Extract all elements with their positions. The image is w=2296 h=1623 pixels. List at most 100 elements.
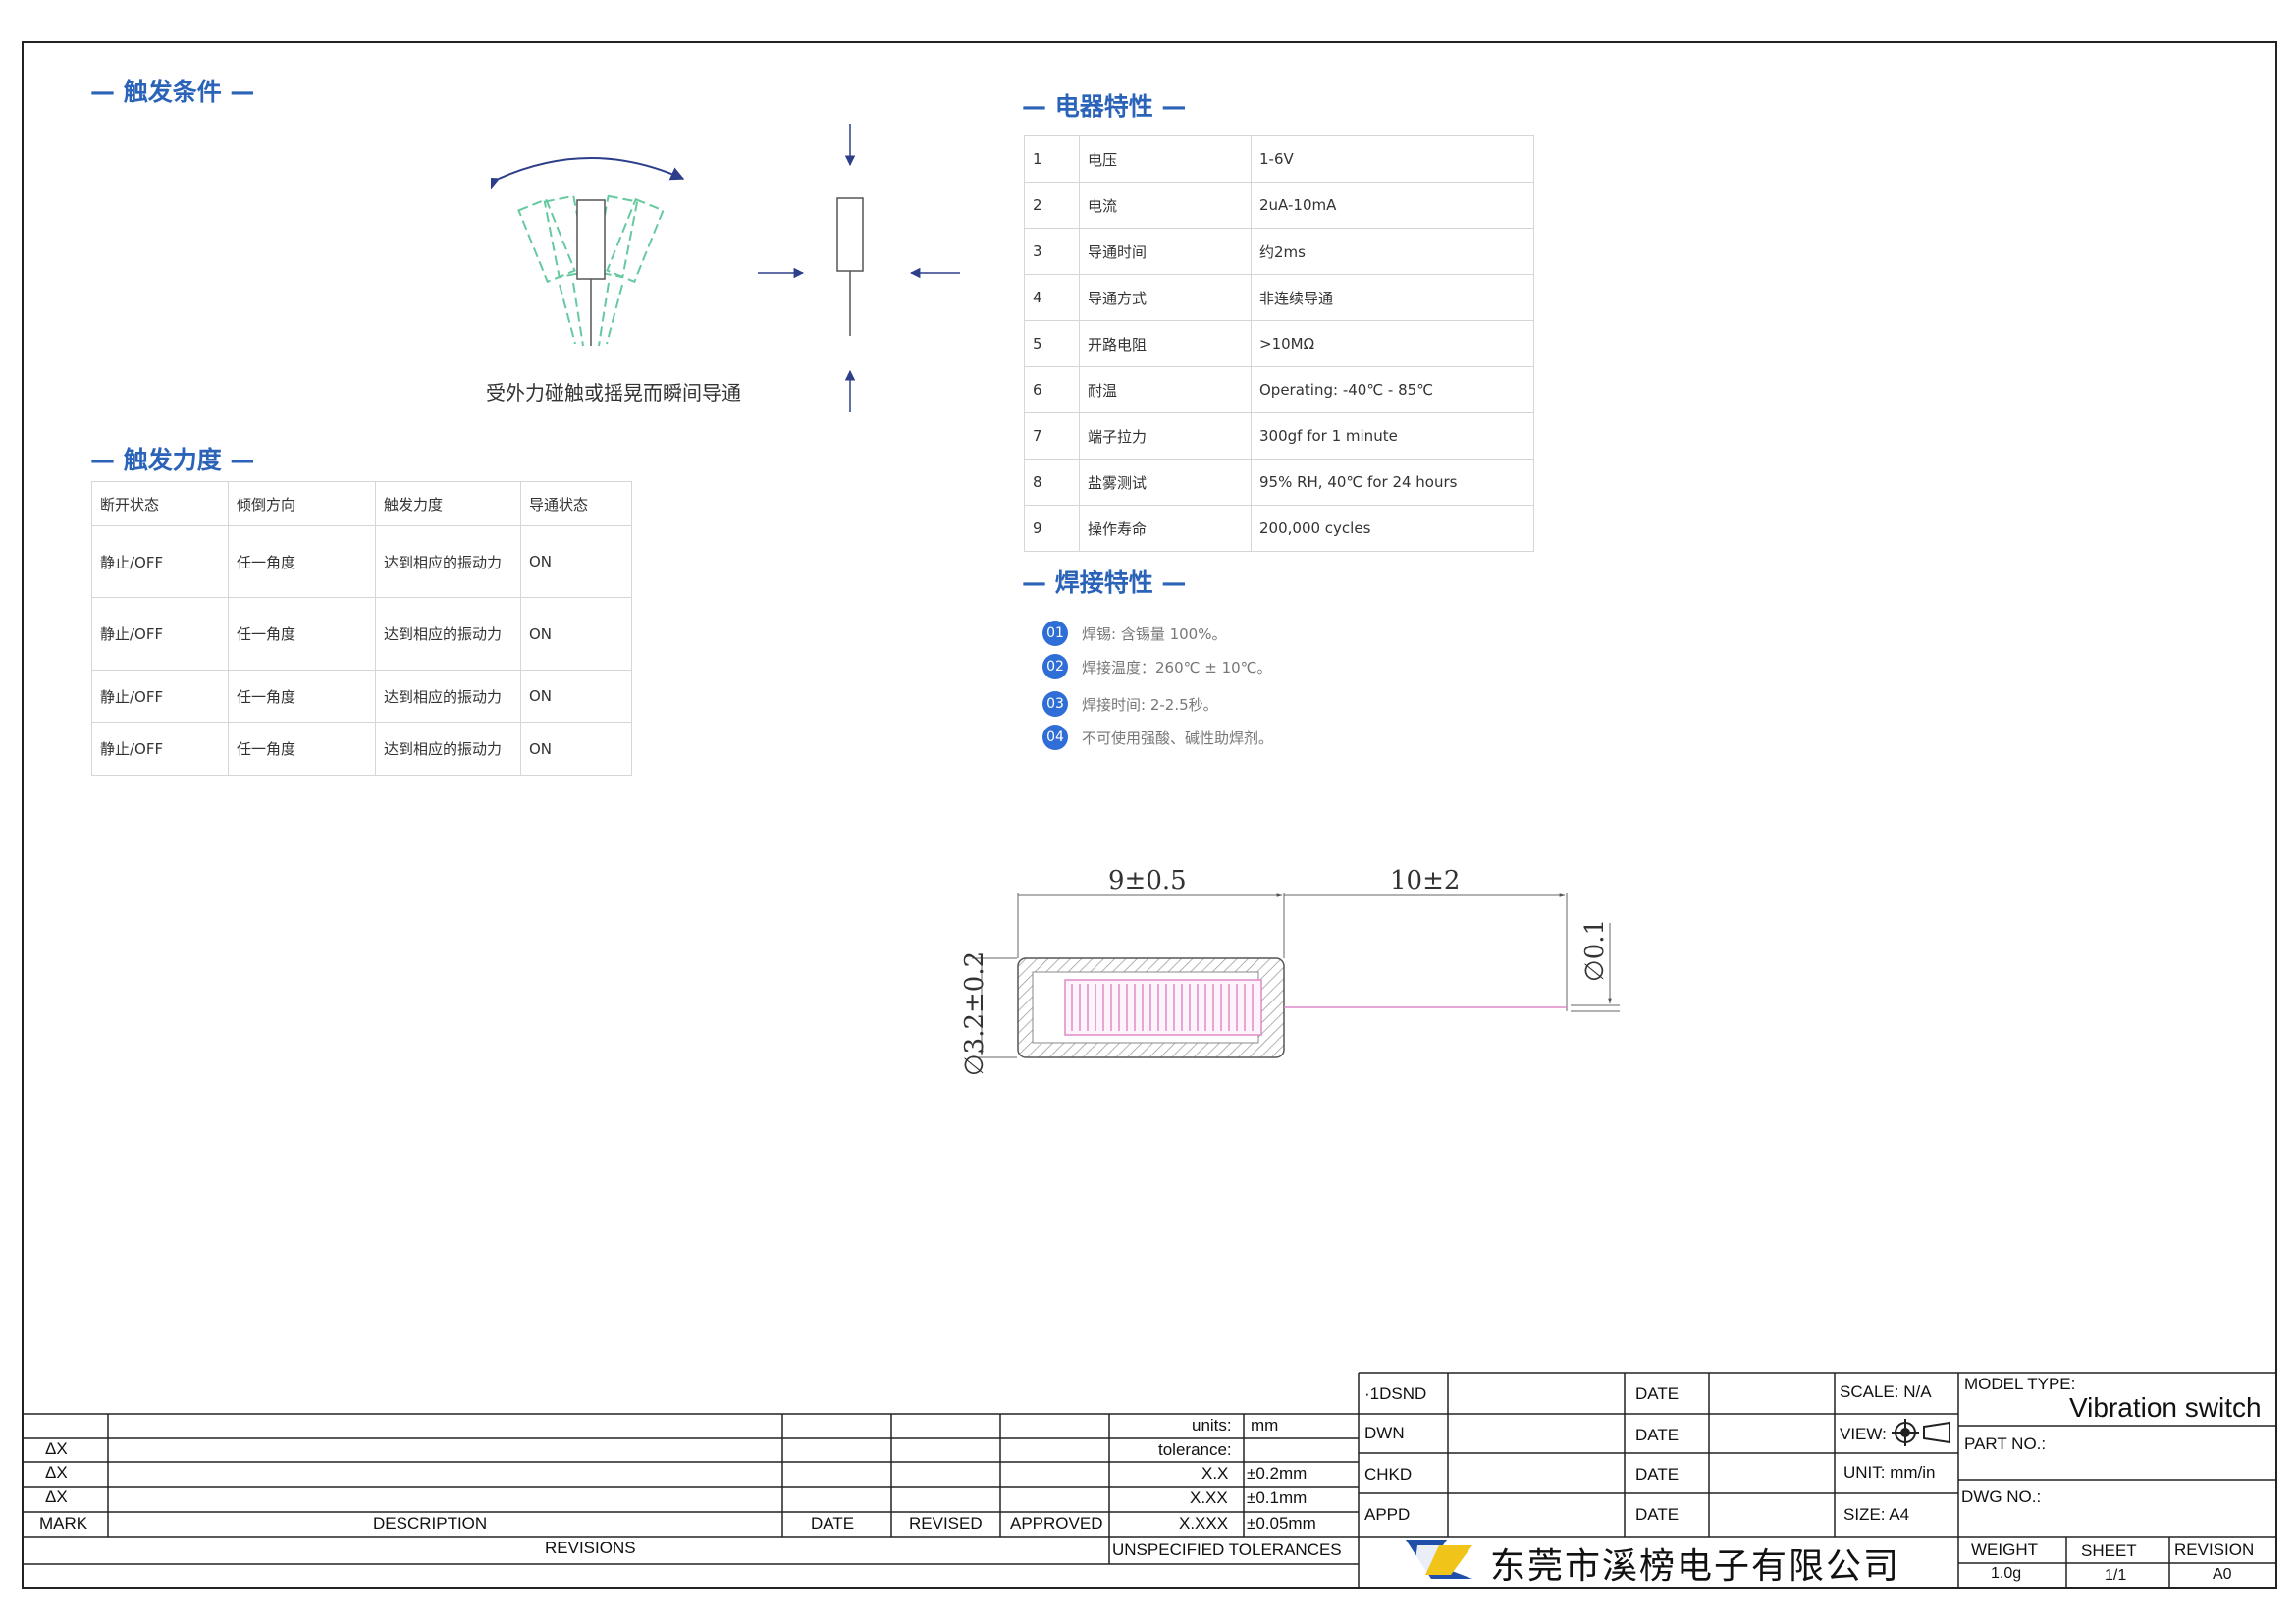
table-cell: 约2ms	[1251, 228, 1534, 275]
table-row: 7 端子拉力 300gf for 1 minute	[1024, 412, 1534, 460]
weight-value: 1.0g	[1991, 1565, 2022, 1582]
force-table: 断开状态 倾倒方向 触发力度 导通状态 静止/OFF 任一角度 达到相应的振动力…	[91, 481, 632, 776]
approved-header: APPROVED	[1010, 1514, 1103, 1533]
table-cell: 静止/OFF	[91, 670, 229, 723]
table-cell: 操作寿命	[1079, 505, 1252, 552]
table-row: 6 耐温 Operating: -40℃ - 85℃	[1024, 366, 1534, 413]
model-type-label: MODEL TYPE:	[1964, 1375, 2076, 1393]
table-cell: 6	[1024, 366, 1080, 413]
sign-date-label: DATE	[1635, 1426, 1680, 1444]
revised-header: REVISED	[909, 1514, 983, 1533]
welding-note: 03 焊接时间: 2-2.5秒。	[1042, 691, 1218, 717]
welding-note: 04 不可使用强酸、碱性助焊剂。	[1042, 725, 1273, 750]
sign-row-label: CHKD	[1364, 1465, 1413, 1484]
tolerance-row-value: ±0.1mm	[1247, 1488, 1308, 1507]
trigger-caption: 受外力碰触或摇晃而瞬间导通	[486, 381, 741, 405]
force-header-cell: 倾倒方向	[228, 481, 376, 526]
units-value: mm	[1251, 1416, 1279, 1434]
table-cell: 电流	[1079, 182, 1252, 229]
revision-delta: ΔX	[45, 1488, 68, 1506]
table-cell: ON	[520, 525, 632, 598]
table-cell: 2uA-10mA	[1251, 182, 1534, 229]
unspecified-tolerances: UNSPECIFIED TOLERANCES	[1112, 1541, 1342, 1559]
table-row: 2 电流 2uA-10mA	[1024, 182, 1534, 229]
table-cell: 非连续导通	[1251, 274, 1534, 321]
electrical-table: 1 电压 1-6V 2 电流 2uA-10mA 3 导通时间 约2ms 4 导通…	[1024, 135, 1534, 552]
table-cell: 9	[1024, 505, 1080, 552]
number-badge: 04	[1042, 725, 1068, 750]
company-name: 东莞市溪榜电子有限公司	[1490, 1546, 1901, 1587]
tolerance-label: tolerance:	[1158, 1440, 1232, 1459]
dim-lead-length: 10±2	[1390, 866, 1461, 895]
sheet-value: 1/1	[2105, 1567, 2127, 1584]
revision-label: REVISION	[2174, 1541, 2255, 1559]
revision-delta: ΔX	[45, 1439, 68, 1458]
table-row: 5 开路电阻 >10MΩ	[1024, 320, 1534, 367]
welding-note: 02 焊接温度：260℃ ± 10℃。	[1042, 654, 1272, 679]
trigger-illustration	[491, 124, 960, 412]
table-row: 静止/OFF 任一角度 达到相应的振动力 ON	[91, 670, 632, 723]
sign-date-label: DATE	[1635, 1465, 1680, 1484]
table-cell: 达到相应的振动力	[375, 597, 521, 671]
revision-delta: ΔX	[45, 1463, 68, 1482]
description-header: DESCRIPTION	[373, 1514, 488, 1533]
table-cell: 达到相应的振动力	[375, 722, 521, 776]
force-section-title: — 触发力度 —	[90, 446, 255, 474]
welding-note: 01 焊锡: 含锡量 100%。	[1042, 621, 1226, 646]
table-cell: ON	[520, 670, 632, 723]
table-cell: 7	[1024, 412, 1080, 460]
table-row: 1 电压 1-6V	[1024, 135, 1534, 183]
sheet-label: SHEET	[2081, 1542, 2137, 1560]
table-cell: 任一角度	[228, 597, 376, 671]
sign-date-label: DATE	[1635, 1384, 1680, 1403]
table-cell: 1-6V	[1251, 135, 1534, 183]
model-type-value: Vibration switch	[2069, 1392, 2262, 1423]
table-cell: 端子拉力	[1079, 412, 1252, 460]
table-row: 静止/OFF 任一角度 达到相应的振动力 ON	[91, 722, 632, 776]
table-row: 9 操作寿命 200,000 cycles	[1024, 505, 1534, 552]
welding-note-text: 焊接时间: 2-2.5秒。	[1082, 695, 1218, 714]
table-row: 4 导通方式 非连续导通	[1024, 274, 1534, 321]
table-cell: ON	[520, 722, 632, 776]
table-cell: 耐温	[1079, 366, 1252, 413]
table-cell: ON	[520, 597, 632, 671]
table-row: 静止/OFF 任一角度 达到相应的振动力 ON	[91, 597, 632, 671]
sign-row-label: APPD	[1364, 1505, 1411, 1524]
weight-label: WEIGHT	[1971, 1541, 2038, 1559]
welding-note-text: 不可使用强酸、碱性助焊剂。	[1082, 729, 1274, 747]
sign-row-label: ·1DSND	[1364, 1384, 1427, 1403]
table-cell: Operating: -40℃ - 85℃	[1251, 366, 1534, 413]
trigger-section-title: — 触发条件 —	[90, 78, 255, 106]
table-cell: 开路电阻	[1079, 320, 1252, 367]
scale-label: SCALE: N/A	[1840, 1382, 1932, 1401]
number-badge: 01	[1042, 621, 1068, 646]
table-cell: 任一角度	[228, 525, 376, 598]
table-cell: 2	[1024, 182, 1080, 229]
drawing-frame	[22, 41, 2277, 1589]
unit-label: UNIT: mm/in	[1843, 1463, 1936, 1482]
dwg-no-label: DWG NO.:	[1961, 1488, 2042, 1506]
table-cell: 3	[1024, 228, 1080, 275]
tolerance-row-label: X.XX	[1190, 1488, 1228, 1507]
table-cell: 静止/OFF	[91, 722, 229, 776]
projection-view-icon	[1892, 1419, 1950, 1446]
welding-note-text: 焊锡: 含锡量 100%。	[1082, 624, 1227, 643]
dim-body-length: 9±0.5	[1108, 866, 1187, 895]
tolerance-row-value: ±0.2mm	[1247, 1464, 1308, 1483]
swing-arrow-icon	[491, 157, 685, 190]
revisions-label: REVISIONS	[545, 1539, 636, 1557]
welding-section-title: — 焊接特性 —	[1022, 568, 1187, 597]
table-cell: 任一角度	[228, 670, 376, 723]
table-cell: 达到相应的振动力	[375, 525, 521, 598]
mark-header: MARK	[39, 1514, 88, 1533]
date-header: DATE	[811, 1514, 855, 1533]
table-cell: 200,000 cycles	[1251, 505, 1534, 552]
welding-note-text: 焊接温度：260℃ ± 10℃。	[1082, 658, 1272, 676]
force-header-cell: 断开状态	[91, 481, 229, 526]
dimension-drawing	[972, 893, 1620, 1058]
table-row: 静止/OFF 任一角度 达到相应的振动力 ON	[91, 525, 632, 598]
company-logo-icon	[1406, 1540, 1472, 1579]
tolerance-row-label: X.X	[1201, 1464, 1229, 1483]
tolerance-row-value: ±0.05mm	[1247, 1514, 1316, 1533]
